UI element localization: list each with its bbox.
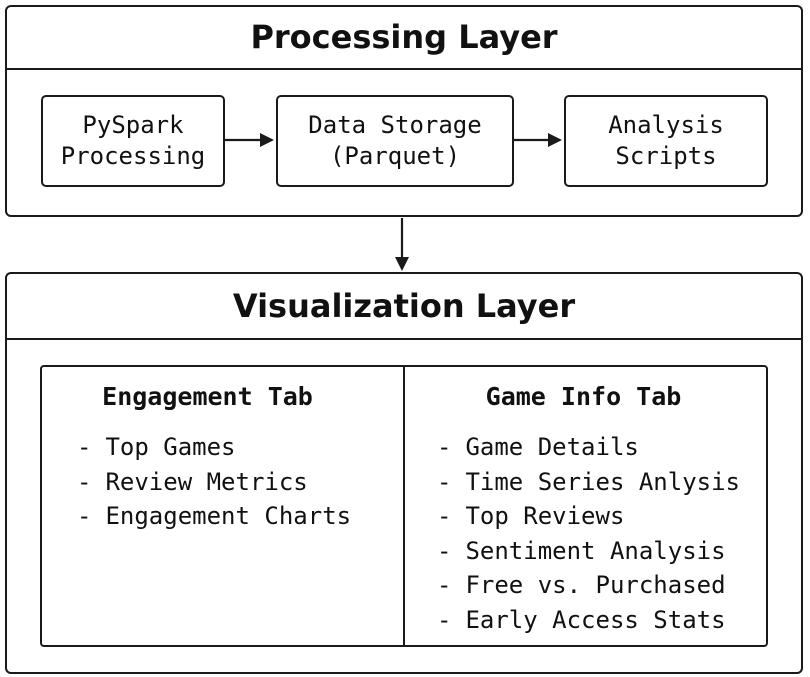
pyspark-box-line-2: Processing bbox=[60, 142, 206, 170]
game-info-tab-list: -Game Details -Time Series Anlysis -Top … bbox=[437, 430, 740, 637]
list-item-text: Review Metrics bbox=[105, 467, 308, 496]
list-item: -Engagement Charts bbox=[77, 499, 351, 534]
list-item: -Early Access Stats bbox=[437, 603, 740, 638]
list-item: -Top Games bbox=[77, 430, 351, 465]
list-item-text: Free vs. Purchased bbox=[465, 571, 726, 599]
list-bullet: - bbox=[77, 433, 92, 461]
list-item: -Game Details bbox=[437, 430, 740, 465]
engagement-tab-heading: Engagement Tab bbox=[102, 382, 313, 411]
processing-layer: Processing Layer PySpark Processing Data… bbox=[5, 5, 803, 217]
arrowhead bbox=[395, 257, 409, 271]
list-item-text: Top Reviews bbox=[465, 502, 625, 530]
list-item: -Review Metrics bbox=[77, 465, 351, 500]
list-bullet: - bbox=[437, 571, 452, 599]
list-item-text: Game Details bbox=[465, 433, 639, 461]
list-bullet: - bbox=[437, 502, 452, 530]
list-item: -Top Reviews bbox=[437, 499, 740, 534]
tabs-container: Engagement Tab -Top Games -Review Metric… bbox=[40, 365, 768, 647]
list-bullet: - bbox=[437, 433, 452, 461]
visualization-layer: Visualization Layer Engagement Tab -Top … bbox=[5, 272, 803, 674]
tabs-divider bbox=[403, 367, 405, 645]
analysis-box-line-2: Scripts bbox=[615, 142, 717, 170]
processing-layer-title: Processing Layer bbox=[7, 7, 801, 70]
engagement-tab-panel: Engagement Tab -Top Games -Review Metric… bbox=[42, 367, 403, 645]
arrow-processing-to-visualization bbox=[395, 218, 409, 271]
list-item: -Free vs. Purchased bbox=[437, 568, 740, 603]
engagement-tab-list: -Top Games -Review Metrics -Engagement C… bbox=[77, 430, 351, 534]
list-item-text: Early Access Stats bbox=[465, 605, 726, 634]
list-item-text: Engagement Charts bbox=[105, 502, 352, 530]
visualization-layer-title: Visualization Layer bbox=[7, 274, 801, 340]
list-bullet: - bbox=[437, 536, 452, 565]
list-bullet: - bbox=[437, 605, 452, 634]
pyspark-box-line-1: PySpark bbox=[82, 111, 184, 139]
list-item-text: Time Series Anlysis bbox=[465, 467, 740, 496]
list-item-text: Top Games bbox=[105, 433, 236, 461]
pyspark-processing-box: PySpark Processing bbox=[41, 95, 225, 187]
data-storage-box: Data Storage (Parquet) bbox=[276, 95, 514, 187]
game-info-tab-heading: Game Info Tab bbox=[485, 382, 682, 411]
list-bullet: - bbox=[437, 467, 452, 496]
analysis-scripts-box: Analysis Scripts bbox=[564, 95, 768, 187]
game-info-tab-panel: Game Info Tab -Game Details -Time Series… bbox=[405, 367, 768, 645]
list-item: -Time Series Anlysis bbox=[437, 465, 740, 500]
storage-box-line-2: (Parquet) bbox=[329, 142, 461, 170]
list-bullet: - bbox=[77, 502, 92, 530]
storage-box-line-1: Data Storage bbox=[308, 111, 482, 139]
analysis-box-line-1: Analysis bbox=[608, 111, 724, 139]
list-item-text: Sentiment Analysis bbox=[465, 536, 726, 565]
list-item: -Sentiment Analysis bbox=[437, 534, 740, 569]
list-bullet: - bbox=[77, 467, 92, 496]
